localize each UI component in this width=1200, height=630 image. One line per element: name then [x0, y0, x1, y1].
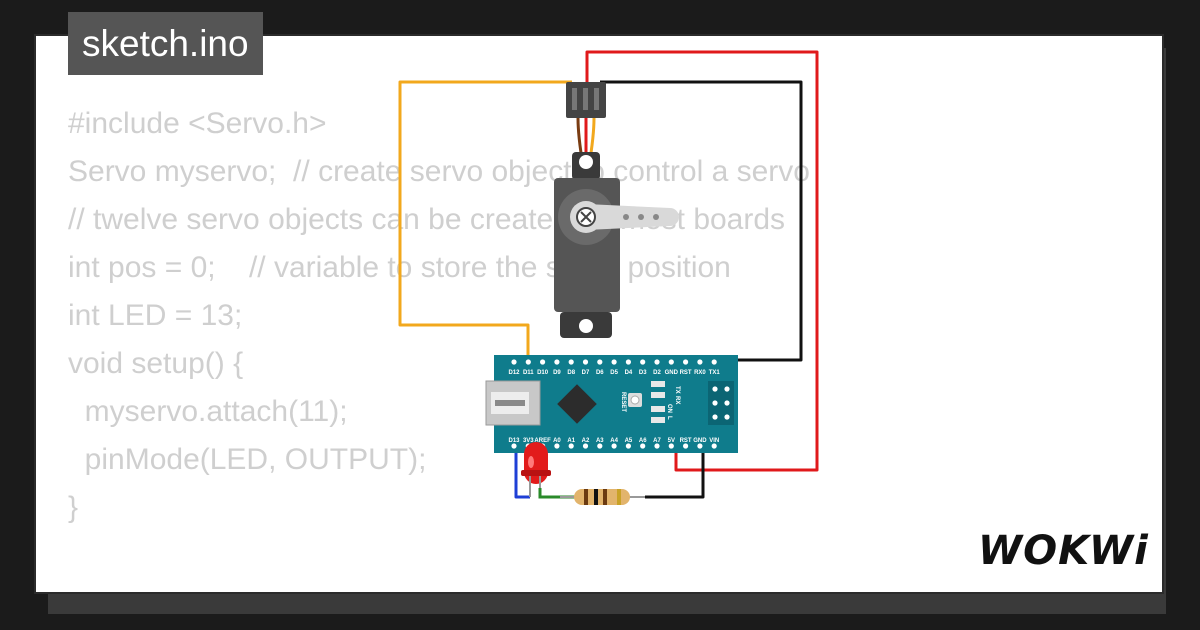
reset-button[interactable]: [628, 393, 642, 407]
code-line: void setup() {: [68, 347, 244, 380]
pin-hole[interactable]: [697, 443, 703, 449]
pin-label: AREF: [534, 438, 551, 444]
code-line: myservo.attach(11);: [68, 395, 348, 428]
pin-label: A7: [653, 438, 661, 444]
code-line: }: [68, 491, 79, 524]
pin-label: RST: [680, 438, 692, 444]
pin-hole[interactable]: [568, 443, 574, 449]
pin-hole[interactable]: [582, 443, 589, 449]
pin-hole[interactable]: [525, 359, 531, 365]
red-led[interactable]: [521, 442, 551, 497]
pin-hole[interactable]: [582, 359, 589, 365]
pin-label: A0: [553, 438, 561, 444]
pin-hole[interactable]: [597, 443, 603, 449]
pin-label: RST: [680, 370, 692, 376]
pin-label: A4: [610, 438, 618, 444]
pin-label: D7: [582, 370, 590, 376]
file-tab[interactable]: sketch.ino: [68, 12, 263, 75]
pin-label: D6: [596, 370, 604, 376]
pin-hole[interactable]: [697, 359, 703, 365]
pin-hole[interactable]: [625, 443, 632, 449]
side-label-tx: TX: [674, 386, 680, 394]
resistor[interactable]: [560, 489, 645, 505]
pin-hole[interactable]: [554, 443, 560, 449]
pin-label: D11: [523, 370, 534, 376]
pin-label: D2: [653, 370, 661, 376]
pin-label: D8: [567, 370, 575, 376]
servo-motor[interactable]: [554, 82, 679, 338]
pin-label: D9: [553, 370, 561, 376]
code-line: pinMode(LED, OUTPUT);: [68, 443, 427, 476]
pin-hole[interactable]: [568, 359, 574, 365]
code-editor[interactable]: #include <Servo.h>Servo myservo; // crea…: [68, 100, 810, 532]
pin-label: RX0: [694, 370, 706, 376]
pin-label: GND: [665, 370, 679, 376]
side-label-on: ON: [666, 404, 672, 413]
pin-label: TX1: [709, 370, 721, 376]
reset-label: RESET: [620, 392, 626, 412]
pin-hole[interactable]: [554, 359, 560, 365]
pin-label: D5: [610, 370, 618, 376]
pin-label: D4: [625, 370, 633, 376]
pin-label: VIN: [709, 438, 719, 444]
pin-hole[interactable]: [597, 359, 603, 365]
servo-signal-wire[interactable]: [398, 80, 572, 362]
code-line: int LED = 13;: [68, 299, 243, 332]
pin-hole[interactable]: [611, 359, 617, 365]
pin-hole[interactable]: [668, 443, 674, 449]
power-wire[interactable]: [585, 50, 819, 472]
pin-label: 5V: [668, 438, 675, 444]
pin-hole[interactable]: [711, 443, 717, 449]
pin-label: A6: [639, 438, 647, 444]
pin-label: A5: [625, 438, 633, 444]
pin-label: D12: [508, 370, 520, 376]
side-label-l: L: [666, 416, 672, 420]
pin-label: D10: [537, 370, 549, 376]
pin-hole[interactable]: [640, 359, 646, 365]
pin-hole[interactable]: [511, 359, 517, 365]
pin-label: D13: [508, 438, 520, 444]
code-line: #include <Servo.h>: [68, 107, 327, 140]
code-line: // twelve servo objects can be created o…: [68, 203, 786, 236]
led-wire[interactable]: [514, 445, 530, 499]
led-resistor-wire: [538, 488, 580, 499]
pin-hole[interactable]: [683, 443, 689, 449]
pin-label: 3V3: [523, 438, 534, 444]
pin-label: D3: [639, 370, 647, 376]
wokwi-logo: WOKWi: [978, 528, 1149, 574]
pin-hole[interactable]: [711, 359, 717, 365]
pin-hole[interactable]: [511, 443, 517, 449]
microcontroller-chip: [557, 384, 597, 424]
icsp-header: [708, 381, 734, 425]
side-label-rx: RX: [674, 396, 680, 404]
pin-hole[interactable]: [611, 443, 617, 449]
pin-label: GND: [693, 438, 707, 444]
pin-hole[interactable]: [540, 359, 546, 365]
pin-label: A3: [596, 438, 604, 444]
pin-label: A1: [567, 438, 575, 444]
pin-hole[interactable]: [640, 443, 646, 449]
pin-hole[interactable]: [654, 359, 660, 365]
usb-connector: [485, 380, 541, 426]
pin-label: A2: [582, 438, 590, 444]
pin-hole[interactable]: [625, 359, 632, 365]
pin-hole[interactable]: [668, 359, 674, 365]
pin-hole[interactable]: [654, 443, 660, 449]
status-leds: [651, 381, 665, 423]
pin-hole[interactable]: [683, 359, 689, 365]
